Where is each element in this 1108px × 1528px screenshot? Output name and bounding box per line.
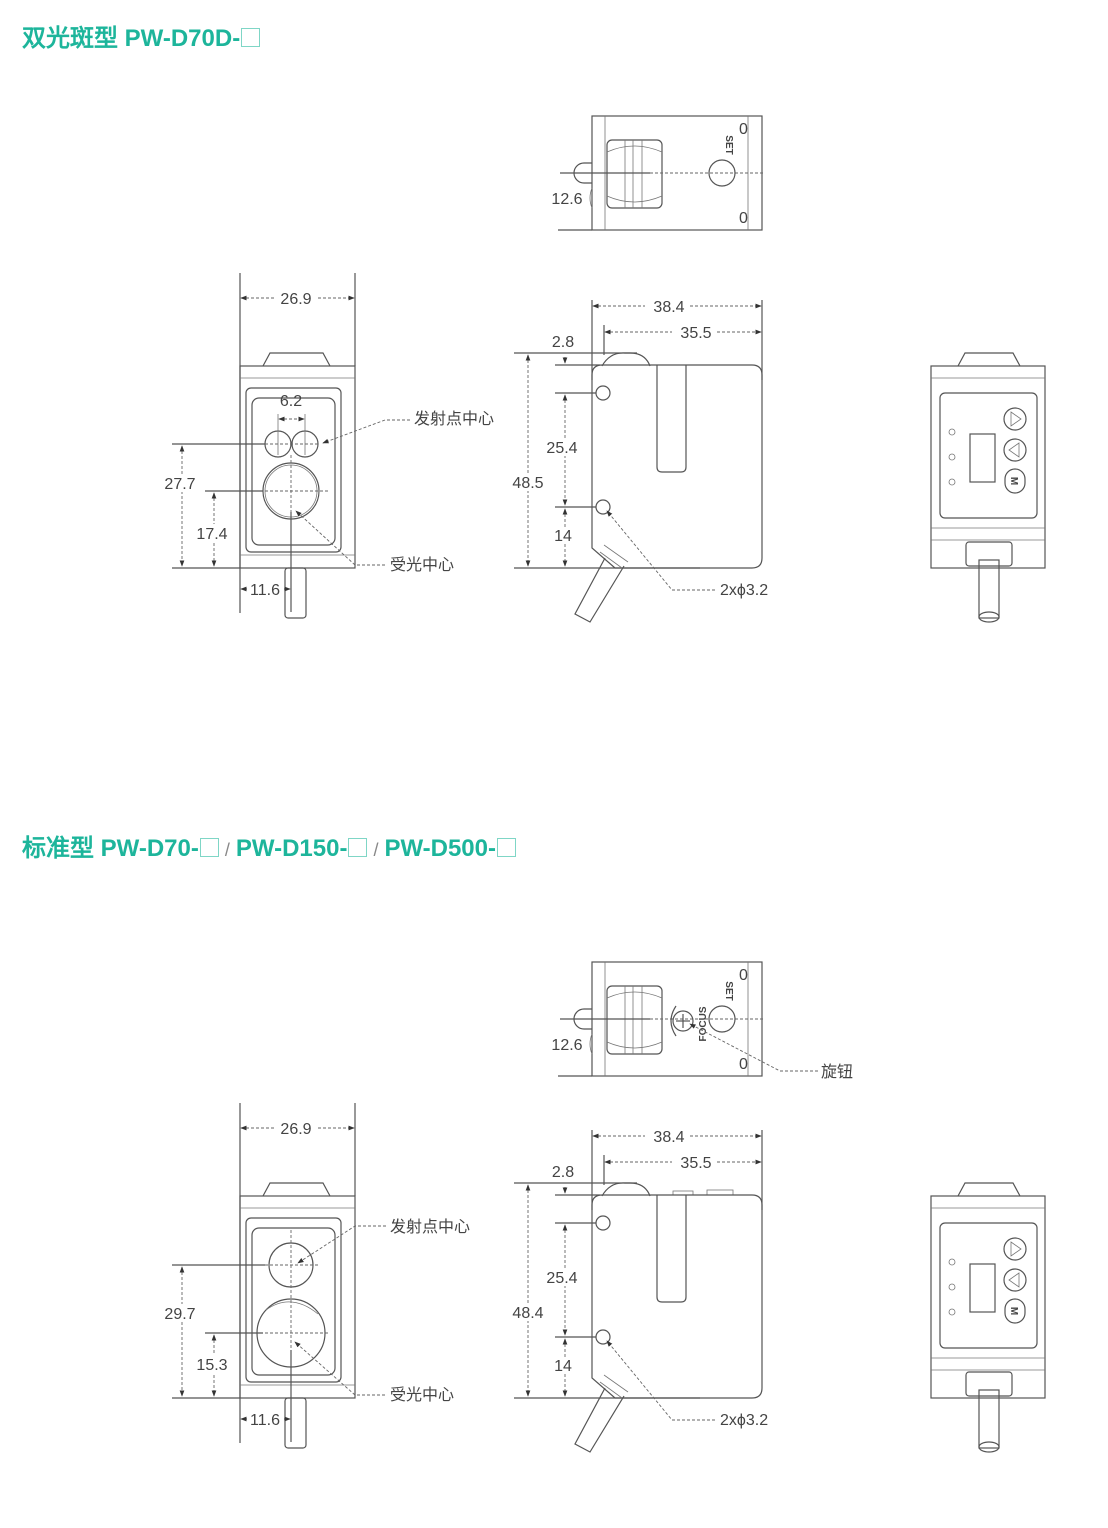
section-title-dual-spot: 双光斑型 PW-D70D- [22, 18, 261, 53]
focus-label: FOCUS [698, 1006, 709, 1041]
side-view-standard: 38.4 35.5 48.4 2.8 25.4 14 2xϕ3.2 [509, 1129, 768, 1453]
top-view-standard: FOCUS SET 0 0 12.6 旋钮 [551, 961, 853, 1081]
dim-label: 35.5 [680, 325, 711, 342]
front-view-standard: 26.9 29.7 15.3 11.6 发射点中心 受光中心 [162, 1103, 470, 1449]
set-label: SET [723, 981, 734, 1000]
dim-label: 14 [554, 528, 572, 545]
dim-label: 14 [554, 1358, 572, 1375]
dim-label: 35.5 [680, 1155, 711, 1172]
title-prefix: 标准型 [22, 835, 94, 862]
model-name: PW-D70- [100, 835, 199, 862]
mark-label: 0 [739, 121, 748, 138]
hole-label: 2xϕ3.2 [720, 1412, 768, 1429]
dim-label: 38.4 [653, 299, 684, 316]
model-name: PW-D500- [384, 835, 496, 862]
hole-label: 2xϕ3.2 [720, 582, 768, 599]
dim-label: 12.6 [551, 191, 582, 208]
model-placeholder-box [199, 838, 219, 857]
dim-label: 29.7 [164, 1306, 195, 1323]
dim-label: 48.4 [512, 1305, 543, 1322]
side-view: 38.4 35.5 48.5 2.8 25.4 14 2xϕ3.2 [509, 299, 768, 623]
dim-label: 26.9 [280, 291, 311, 308]
model-name: PW-D150- [235, 835, 348, 862]
dim-label: 2.8 [552, 1164, 574, 1181]
mark-label: 0 [739, 967, 748, 984]
dim-label: 2.8 [552, 334, 574, 351]
receiver-center-label: 受光中心 [390, 1385, 454, 1404]
top-view: SET 0 0 12.6 [551, 115, 766, 231]
title-prefix: 双光斑型 [22, 25, 118, 52]
dim-label: 11.6 [250, 1412, 280, 1429]
model-placeholder-box [348, 838, 368, 857]
model-placeholder-box [497, 838, 516, 857]
front-view: 26.9 6.2 27.7 17.4 11.6 发射点中心 受光中心 [162, 273, 494, 619]
dim-label: 25.4 [546, 440, 577, 457]
dim-label: 6.2 [280, 393, 302, 410]
m-button-label: M [1008, 1307, 1019, 1315]
m-button-label: M [1008, 477, 1019, 485]
dim-label: 38.4 [653, 1129, 684, 1146]
knob-label: 旋钮 [821, 1062, 853, 1081]
dim-label: 48.5 [512, 475, 543, 492]
dim-label: 12.6 [551, 1037, 582, 1054]
back-view: M [930, 352, 1046, 623]
separator: / [224, 840, 230, 860]
dim-label: 17.4 [196, 526, 227, 543]
dim-label: 26.9 [280, 1121, 311, 1138]
separator: / [373, 840, 379, 860]
mark-label: 0 [739, 210, 748, 227]
set-label: SET [723, 135, 734, 154]
dim-label: 25.4 [546, 1270, 577, 1287]
emitter-center-label: 发射点中心 [390, 1217, 470, 1236]
section-title-standard: 标准型 PW-D70-/PW-D150-/PW-D500- [22, 828, 516, 863]
dim-label: 15.3 [196, 1357, 227, 1374]
dim-label: 11.6 [250, 582, 280, 599]
emitter-center-label: 发射点中心 [414, 409, 494, 428]
model-name: PW-D70D- [124, 25, 241, 52]
mark-label: 0 [739, 1056, 748, 1073]
dim-label: 27.7 [164, 476, 195, 493]
receiver-center-label: 受光中心 [390, 555, 454, 574]
model-placeholder-box [241, 28, 261, 47]
back-view-standard: M [930, 1182, 1046, 1453]
